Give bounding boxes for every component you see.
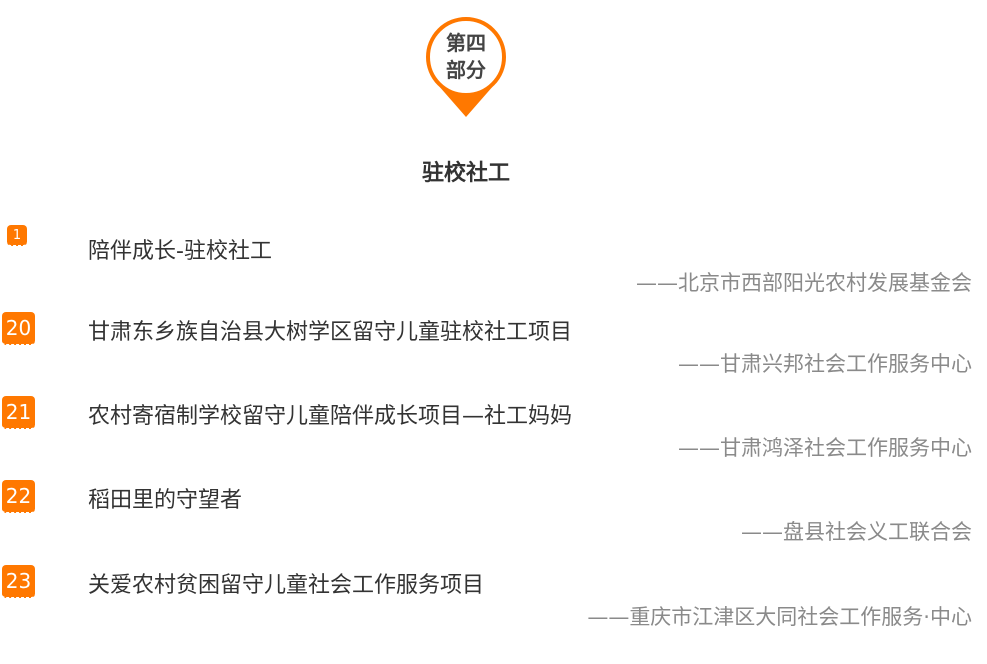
location-pin-icon xyxy=(426,17,506,117)
item-organization: ——北京市西部阳光农村发展基金会 xyxy=(636,271,972,295)
item-number-badge: 21 xyxy=(2,396,35,429)
item-organization: ——甘肃鸿泽社会工作服务中心 xyxy=(678,436,972,460)
list-item: 22 稻田里的守望者 ——盘县社会义工联合会 xyxy=(0,480,987,564)
item-title: 稻田里的守望者 xyxy=(88,488,243,513)
section-label: 第四 部分 xyxy=(424,30,508,84)
item-organization: ——甘肃兴邦社会工作服务中心 xyxy=(678,352,972,376)
list-item: 21 农村寄宿制学校留守儿童陪伴成长项目—社工妈妈 ——甘肃鸿泽社会工作服务中心 xyxy=(0,396,987,480)
section-label-line2: 部分 xyxy=(446,58,486,82)
list-item: 1 陪伴成长-驻校社工 ——北京市西部阳光农村发展基金会 xyxy=(0,225,987,315)
item-number-badge: 22 xyxy=(2,480,35,513)
section-label-line1: 第四 xyxy=(446,31,486,55)
section-title: 驻校社工 xyxy=(421,161,510,186)
list-item: 20 甘肃东乡族自治县大树学区留守儿童驻校社工项目 ——甘肃兴邦社会工作服务中心 xyxy=(0,312,987,396)
list-item: 23 关爱农村贫困留守儿童社会工作服务项目 ——重庆市江津区大同社会工作服务·中… xyxy=(0,565,987,649)
item-number-badge: 20 xyxy=(2,312,35,345)
item-number-badge: 1 xyxy=(7,225,27,246)
item-number-badge: 23 xyxy=(2,565,35,598)
item-title: 关爱农村贫困留守儿童社会工作服务项目 xyxy=(88,573,485,598)
item-title: 陪伴成长-驻校社工 xyxy=(88,239,272,264)
item-title: 甘肃东乡族自治县大树学区留守儿童驻校社工项目 xyxy=(88,320,573,345)
item-organization: ——重庆市江津区大同社会工作服务·中心 xyxy=(587,605,972,629)
item-title: 农村寄宿制学校留守儿童陪伴成长项目—社工妈妈 xyxy=(88,404,573,429)
item-organization: ——盘县社会义工联合会 xyxy=(741,520,972,544)
